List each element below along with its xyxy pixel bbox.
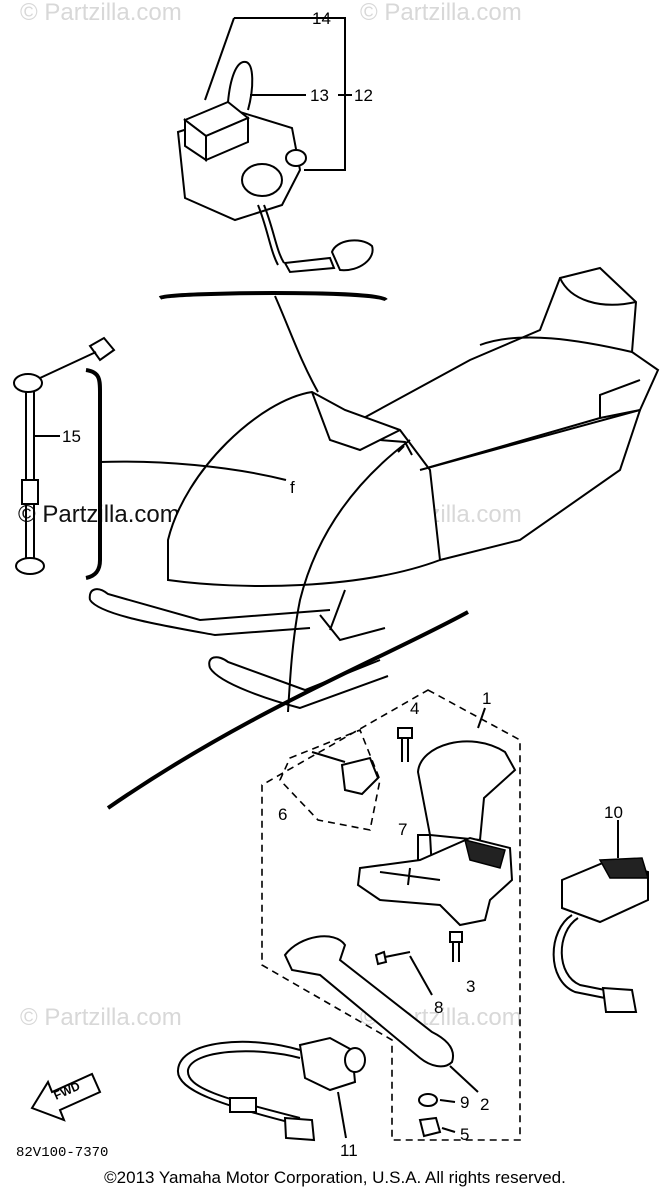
label-2: 2 (480, 1095, 489, 1114)
leader-line (274, 295, 319, 393)
cover-cap (416, 740, 517, 842)
label-3: 3 (466, 977, 475, 996)
part-11-switch (176, 1036, 366, 1142)
part-4-bolt (397, 727, 413, 762)
copyright-notice: ©2013 Yamaha Motor Corporation, U.S.A. A… (104, 1168, 566, 1187)
label-7: 7 (398, 820, 407, 839)
part-5-nut (418, 1116, 442, 1138)
watermark: © Partzilla.com (20, 0, 182, 26)
part-10-unit (552, 857, 650, 1013)
leader-line (204, 17, 235, 101)
label-5: 5 (460, 1125, 469, 1144)
label-1: 1 (482, 689, 491, 708)
tether-switch (13, 336, 116, 575)
label-14: 14 (312, 9, 331, 28)
label-11: 11 (340, 1141, 358, 1160)
snowmobile (88, 266, 660, 710)
label-9: 9 (460, 1093, 469, 1112)
label-f: f (290, 478, 295, 497)
leader-line (99, 460, 287, 481)
bracket (158, 291, 388, 302)
label-15: 15 (62, 427, 81, 446)
lever-holder (356, 836, 514, 927)
watermark: © Partzilla.com (20, 1004, 182, 1031)
label-8: 8 (434, 998, 443, 1017)
label-4: 4 (410, 699, 419, 718)
bracket (85, 368, 102, 580)
part-3-bolt (449, 931, 463, 962)
leader-line (439, 1099, 456, 1103)
diagram-code: 82V100-7370 (16, 1145, 108, 1161)
part-6-cover (311, 751, 380, 796)
part-8-screw (374, 950, 388, 966)
base-line (106, 610, 469, 810)
tank-assembly (176, 60, 374, 274)
label-10: 10 (604, 803, 623, 822)
part-9-washer (418, 1093, 438, 1107)
part-2-lever (283, 935, 454, 1068)
leader-line (449, 1065, 479, 1093)
leader-line (441, 1127, 456, 1133)
label-12: 12 (354, 86, 373, 105)
leader-line (477, 707, 486, 729)
assembly-outline (261, 689, 521, 1141)
label-13: 13 (310, 86, 329, 105)
leader-line (409, 955, 433, 996)
cable (287, 439, 411, 713)
watermark: © Partzilla.com (360, 0, 522, 26)
cable (397, 445, 405, 453)
label-6: 6 (278, 805, 287, 824)
subassembly-outline (279, 728, 381, 831)
fwd-arrow-icon: FWD (30, 1072, 102, 1122)
leader-line (337, 1091, 347, 1139)
